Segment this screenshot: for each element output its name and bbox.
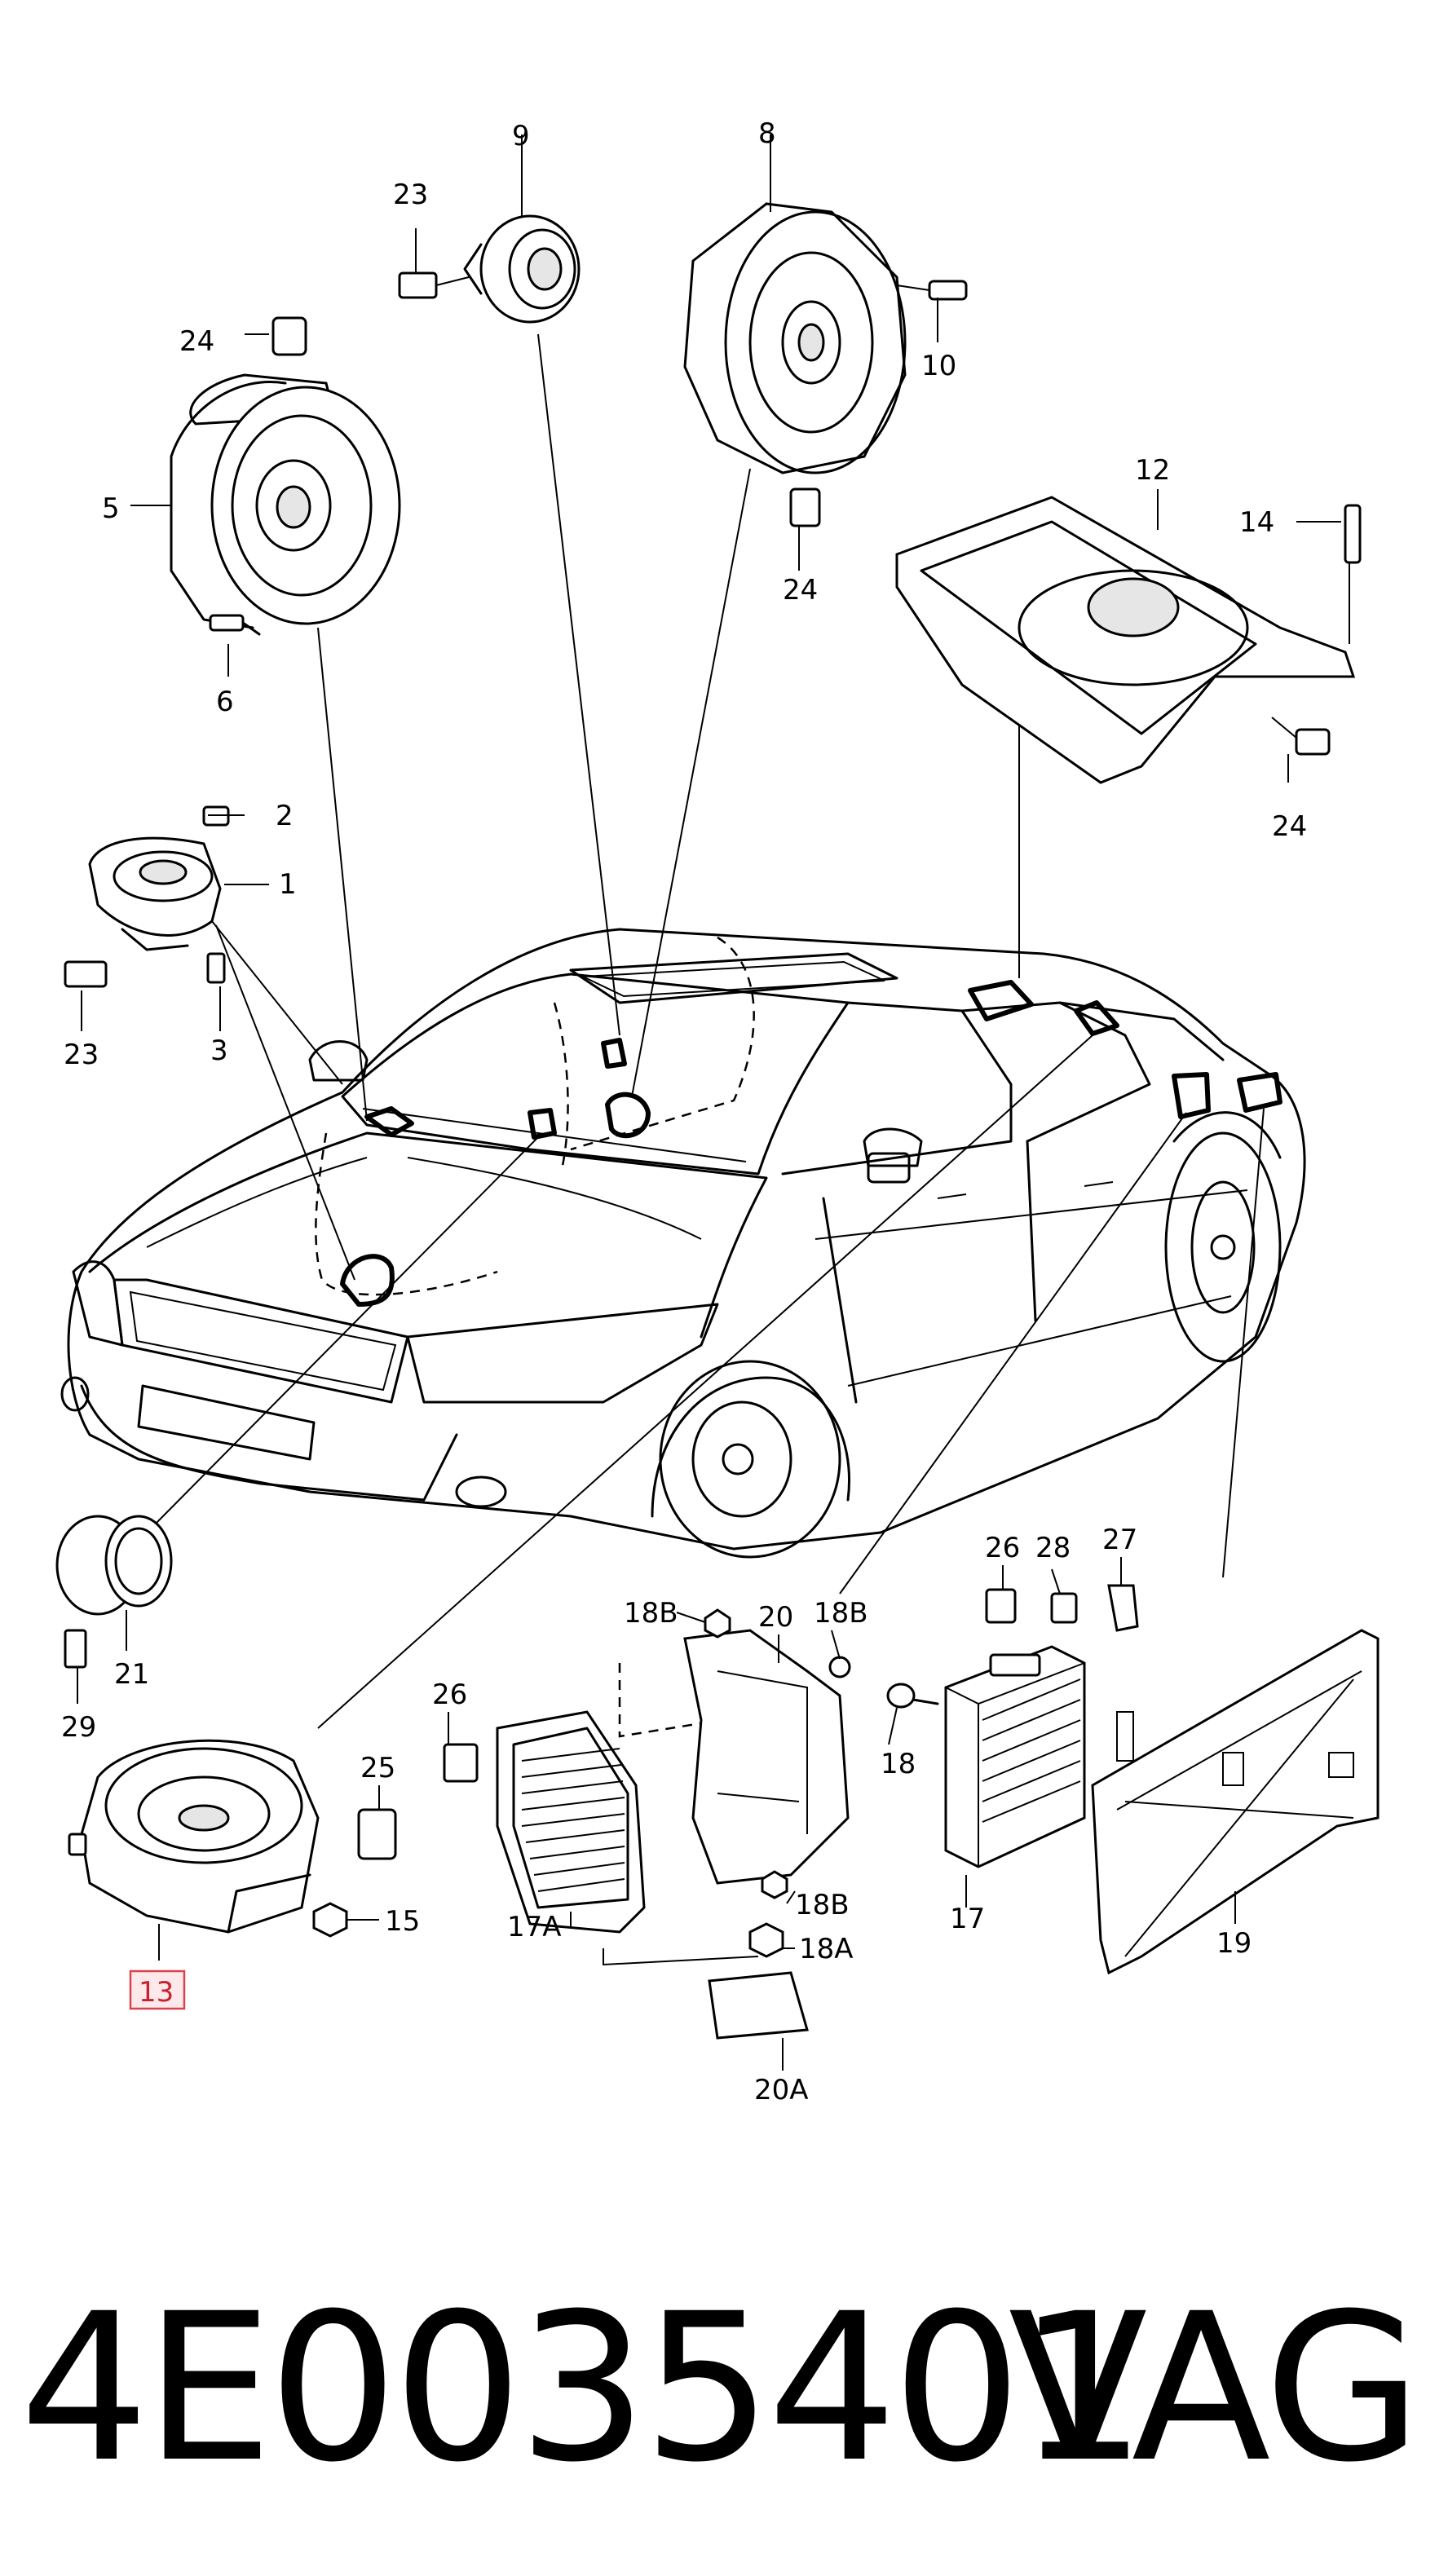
- callout-15[interactable]: 15: [385, 1905, 420, 1938]
- part-9-tweeter: [398, 214, 581, 324]
- callout-3[interactable]: 3: [210, 1034, 228, 1067]
- part-17-amplifier: [886, 1584, 1139, 1868]
- callout-6[interactable]: 6: [216, 686, 234, 718]
- part-1-tweeter: [64, 805, 230, 988]
- callout-13-highlight: [129, 1969, 186, 2010]
- callout-5[interactable]: 5: [102, 492, 120, 525]
- callout-28[interactable]: 28: [1035, 1532, 1071, 1564]
- part-21-speaker: [55, 1515, 173, 1669]
- leader-lines: [154, 333, 1265, 1729]
- brand-name: VAG: [1008, 2269, 1422, 2507]
- callout-2[interactable]: 2: [276, 800, 294, 832]
- part-19-mounting-plate: [1091, 1629, 1380, 1975]
- callout-18A[interactable]: 18A: [799, 1933, 854, 1965]
- callout-20[interactable]: 20: [758, 1601, 793, 1634]
- footer: 4E0035401 VAG: [0, 2266, 1448, 2511]
- callout-24-mid[interactable]: 24: [783, 574, 818, 607]
- callout-18B-top[interactable]: 18B: [624, 1597, 678, 1630]
- callout-20A[interactable]: 20A: [754, 2074, 809, 2106]
- callout-18B-right[interactable]: 18B: [814, 1597, 868, 1630]
- callout-12[interactable]: 12: [1135, 454, 1170, 487]
- parts-diagram: 1 2 3 5 6 8 9 10 12 13 14 15 17 17A 18 1…: [55, 117, 1380, 2106]
- part-20-bracket: [683, 1608, 851, 2040]
- callout-labels: 1 2 3 5 6 8 9 10 12 13 14 15 17 17A 18 1…: [61, 117, 1307, 2106]
- part-12-rear-speaker: [895, 496, 1362, 784]
- part-13-subwoofer: [68, 1739, 397, 1938]
- callout-13[interactable]: 13: [139, 1976, 174, 2009]
- callout-8[interactable]: 8: [758, 117, 776, 150]
- callout-18B-bottom[interactable]: 18B: [795, 1889, 850, 1921]
- callout-25[interactable]: 25: [360, 1752, 395, 1784]
- callout-17[interactable]: 17: [950, 1903, 985, 1935]
- callout-26-right[interactable]: 26: [985, 1532, 1020, 1564]
- part-5-door-speaker: [170, 316, 401, 636]
- callout-17A[interactable]: 17A: [507, 1911, 562, 1943]
- callout-23-left[interactable]: 23: [64, 1039, 99, 1071]
- callout-24-right[interactable]: 24: [1272, 810, 1307, 843]
- callout-14[interactable]: 14: [1239, 506, 1274, 539]
- callout-29[interactable]: 29: [61, 1711, 96, 1744]
- part-8-speaker: [683, 202, 968, 527]
- callout-19[interactable]: 19: [1216, 1927, 1252, 1960]
- callout-9[interactable]: 9: [512, 120, 530, 152]
- callout-21[interactable]: 21: [114, 1658, 149, 1691]
- callout-leaders: [77, 135, 1341, 2071]
- callout-1[interactable]: 1: [279, 868, 297, 901]
- callout-24-top[interactable]: 24: [179, 325, 214, 358]
- part-number: 4E0035401: [20, 2269, 1146, 2507]
- callout-18[interactable]: 18: [881, 1748, 916, 1780]
- callout-26-left[interactable]: 26: [432, 1678, 467, 1711]
- callout-27[interactable]: 27: [1102, 1524, 1137, 1556]
- callout-10[interactable]: 10: [921, 350, 956, 382]
- callout-23-top[interactable]: 23: [393, 179, 428, 211]
- car-illustration: [60, 928, 1306, 1559]
